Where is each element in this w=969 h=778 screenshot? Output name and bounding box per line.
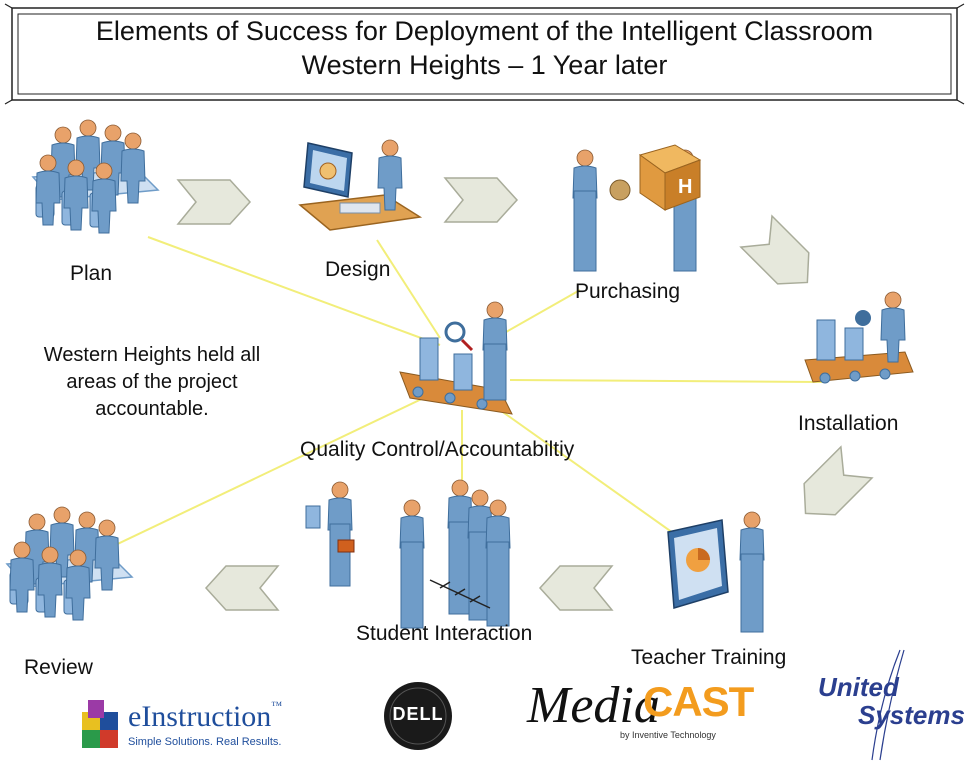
title-line-1: Elements of Success for Deployment of th… [95,16,874,46]
arrow-purchasing-to-installation [740,215,824,299]
stage-label-design: Design [325,258,391,281]
design-icon [298,139,423,231]
note-line-1: Western Heights held all [43,344,261,366]
arrow-design-to-purchasing [444,177,518,223]
svg-text:H: H [678,176,692,198]
mediacast-tagline: by Inventive Technology [620,730,716,740]
note-line-3: accountable. [95,398,209,420]
stage-label-plan: Plan [70,262,113,285]
quality-control-icon [399,301,513,415]
einstruction-wordmark: eInstruction™ [128,700,282,734]
purchasing-icon: H [572,144,702,272]
united-systems-swoosh [871,649,905,761]
installation-icon [804,291,914,384]
mediacast-media: Media [527,677,660,734]
stage-label-quality-control: Quality Control/Accountabiltiy [300,438,575,461]
dell-wordmark: DELL [392,704,444,724]
stage-label-purchasing: Purchasing [575,280,681,303]
student-interaction-icon [305,479,511,629]
title-frame [4,3,965,105]
arrow-training-to-student [539,565,613,611]
plan-icon [33,120,158,233]
arrow-installation-to-training [789,446,873,530]
stage-label-student-interaction: Student Interaction [356,622,533,645]
stage-label-installation: Installation [798,412,899,435]
accountability-note: Western Heights held all areas of the pr… [6,342,298,423]
teacher-training-icon [667,511,765,633]
einstruction-tagline: Simple Solutions. Real Results. [128,736,282,748]
review-icon [7,507,132,620]
dell-logo [384,682,452,750]
note-line-2: areas of the project [66,371,238,393]
einstruction-name: eInstruction [128,700,272,733]
title-line-2: Western Heights – 1 Year later [301,50,668,80]
arrow-student-to-review [205,565,279,611]
united-systems-line2: Systems [858,700,965,730]
connector-lines [104,236,823,551]
einstruction-logo [82,700,118,748]
einstruction-tm: ™ [271,700,283,712]
stage-label-review: Review [24,656,93,679]
united-systems-line1: United [818,672,899,702]
stage-label-teacher-training: Teacher Training [631,646,787,669]
mediacast-cast: CAST [643,678,754,725]
arrow-plan-to-design [177,179,251,225]
diagram-title: Elements of Success for Deployment of th… [12,14,957,82]
